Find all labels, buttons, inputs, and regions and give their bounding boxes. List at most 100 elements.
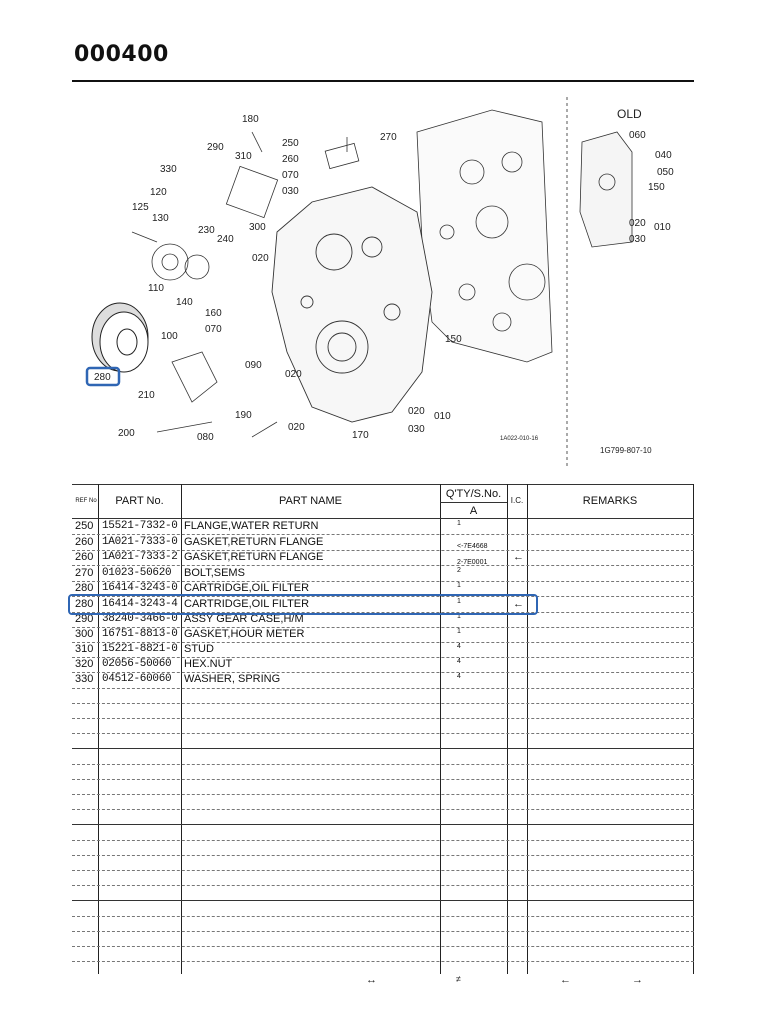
svg-text:060: 060 xyxy=(629,130,646,141)
small-parts-drawing xyxy=(131,131,360,438)
row-divider xyxy=(72,809,694,810)
svg-text:010: 010 xyxy=(434,411,451,422)
svg-text:010: 010 xyxy=(654,222,671,233)
row-divider xyxy=(72,627,694,628)
svg-text:070: 070 xyxy=(205,324,222,335)
col-divider xyxy=(507,484,508,974)
svg-text:090: 090 xyxy=(245,360,262,371)
svg-text:150: 150 xyxy=(648,182,665,193)
header-part-no: PART No. xyxy=(115,495,164,507)
highlight-box xyxy=(68,594,538,615)
row-divider xyxy=(72,931,694,932)
row-divider xyxy=(72,855,694,856)
row-divider xyxy=(72,596,694,597)
row-divider xyxy=(72,885,694,886)
svg-text:270: 270 xyxy=(380,132,397,143)
header-bottom-rule xyxy=(72,518,694,519)
header-ic: I.C. xyxy=(510,496,524,505)
group-divider xyxy=(72,900,694,901)
row-divider xyxy=(72,916,694,917)
row-divider xyxy=(72,870,694,871)
svg-text:050: 050 xyxy=(657,167,674,178)
row-divider xyxy=(72,718,694,719)
row-divider xyxy=(72,612,694,613)
svg-text:120: 120 xyxy=(150,187,167,198)
engine-block-drawing xyxy=(416,109,553,363)
header-qty-sno: Q'TY/S.No. xyxy=(445,488,502,500)
row-divider xyxy=(72,642,694,643)
gear-case-drawing xyxy=(271,186,433,423)
svg-text:030: 030 xyxy=(282,186,299,197)
svg-text:080: 080 xyxy=(197,432,214,443)
old-label: OLD xyxy=(617,107,642,121)
svg-text:020: 020 xyxy=(288,422,305,433)
row-divider xyxy=(72,581,694,582)
callout-280-highlight xyxy=(85,366,121,387)
header-part-name: PART NAME xyxy=(279,495,342,507)
row-divider xyxy=(72,779,694,780)
row-divider xyxy=(72,840,694,841)
svg-text:310: 310 xyxy=(235,151,252,162)
row-divider xyxy=(72,794,694,795)
row-divider xyxy=(72,703,694,704)
svg-text:100: 100 xyxy=(161,331,178,342)
table-top-rule xyxy=(72,484,694,485)
svg-text:030: 030 xyxy=(408,424,425,435)
svg-text:300: 300 xyxy=(249,222,266,233)
svg-text:125: 125 xyxy=(132,202,149,213)
group-divider xyxy=(72,748,694,749)
svg-text:250: 250 xyxy=(282,138,299,149)
row-divider xyxy=(72,565,694,566)
page-code: 000400 xyxy=(74,42,169,67)
svg-text:110: 110 xyxy=(148,283,164,294)
footer-mark-left-arrow: ← xyxy=(560,974,571,986)
svg-text:280: 280 xyxy=(94,372,111,383)
col-divider xyxy=(98,484,99,974)
svg-text:210: 210 xyxy=(138,390,155,401)
svg-text:240: 240 xyxy=(217,234,234,245)
header-qty-rule xyxy=(440,502,507,503)
svg-text:260: 260 xyxy=(282,154,299,165)
footer-mark-right-arrow: → xyxy=(632,974,643,986)
row-divider xyxy=(72,946,694,947)
svg-text:070: 070 xyxy=(282,170,299,181)
row-divider xyxy=(72,688,694,689)
svg-text:230: 230 xyxy=(198,225,215,236)
svg-text:030: 030 xyxy=(629,234,646,245)
parts-table: REF No PART No. PART NAME Q'TY/S.No. A I… xyxy=(72,484,694,974)
footer-mark-noninterchangeable: ≠ xyxy=(456,974,461,984)
svg-text:290: 290 xyxy=(207,142,224,153)
header-rule xyxy=(72,80,694,82)
svg-text:020: 020 xyxy=(285,369,302,380)
svg-text:180: 180 xyxy=(242,114,259,125)
svg-text:020: 020 xyxy=(252,253,269,264)
header-qty-sub: A xyxy=(469,505,478,517)
svg-text:020: 020 xyxy=(408,406,425,417)
col-divider xyxy=(527,484,528,974)
row-divider xyxy=(72,550,694,551)
row-divider xyxy=(72,961,694,962)
group-divider xyxy=(72,824,694,825)
diagram-svg: OLD 180 290 330 310 250 270 260 070 030 120125… xyxy=(85,97,674,467)
svg-text:140: 140 xyxy=(176,297,193,308)
col-divider xyxy=(440,484,441,974)
svg-text:330: 330 xyxy=(160,164,177,175)
row-divider xyxy=(72,534,694,535)
svg-text:160: 160 xyxy=(205,308,222,319)
row-divider xyxy=(72,733,694,734)
svg-text:130: 130 xyxy=(152,213,169,224)
svg-text:170: 170 xyxy=(352,430,369,441)
figure-code: 1A022-010-16 xyxy=(500,436,539,442)
row-divider xyxy=(72,657,694,658)
old-part-drawing xyxy=(579,131,633,248)
header-ref-no: REF No xyxy=(75,498,97,504)
